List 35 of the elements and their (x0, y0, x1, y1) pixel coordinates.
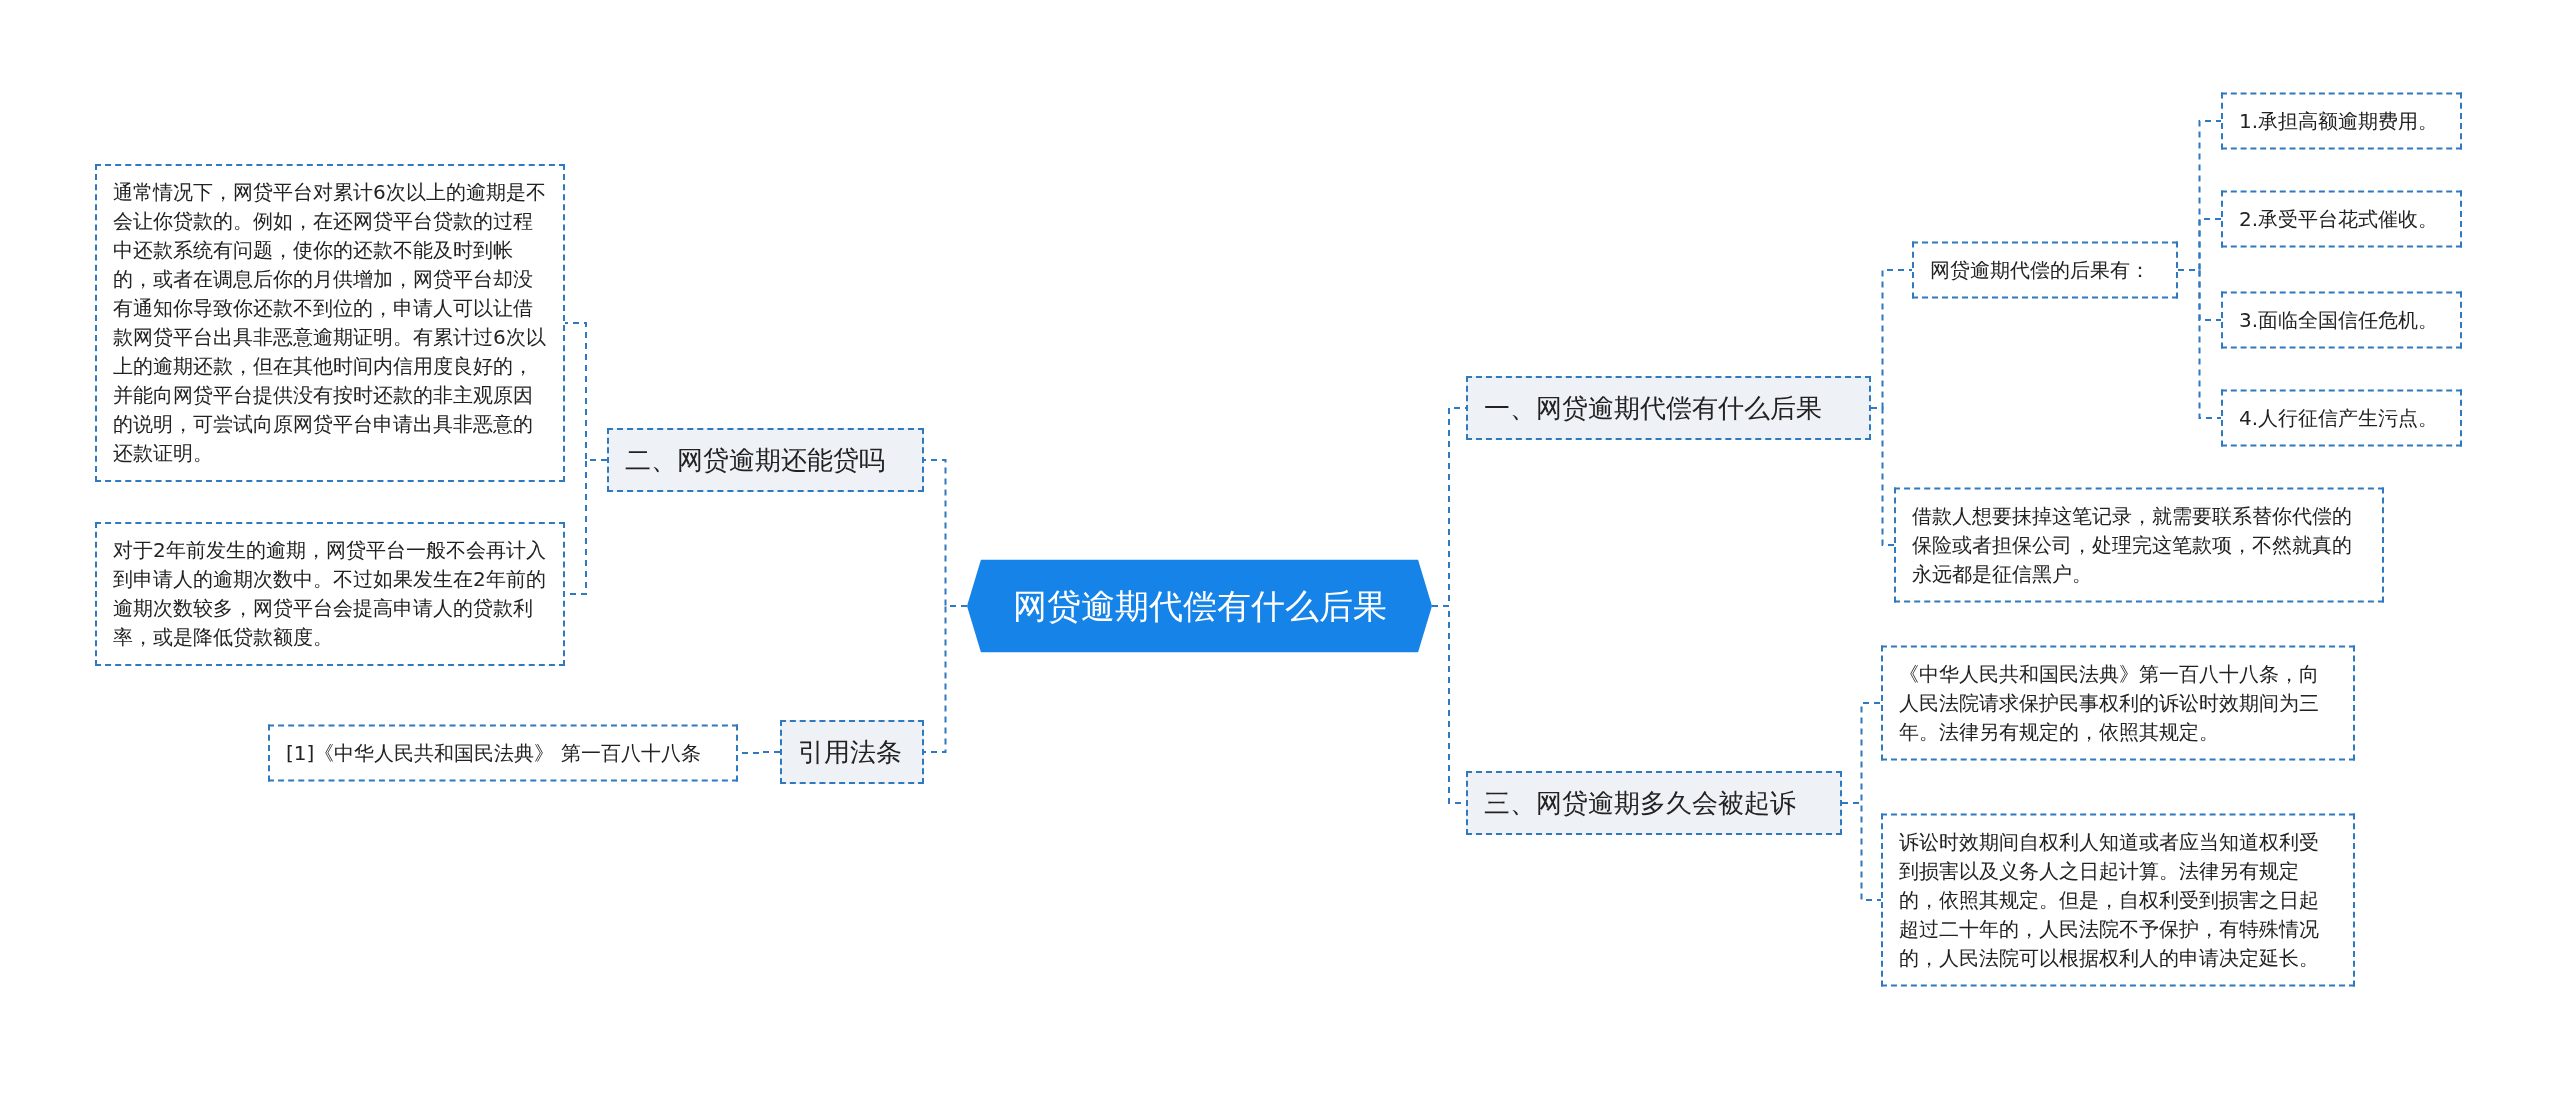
note-box (1881, 645, 2355, 761)
note-text: 4.人行征信产生污点。 (2239, 404, 2440, 432)
note-text: 借款人想要抹掉这笔记录，就需要联系替你代偿的保险或者担保公司，处理完这笔款项，不然就真的永远都是征信黑户。 (1912, 502, 2353, 588)
note-text: 1.承担高额逾期费用。 (2239, 107, 2440, 135)
note-box (95, 522, 565, 666)
note-text: 通常情况下，网贷平台对累计6次以上的逾期是不会让你贷款的。例如，在还网贷平台贷款的过程中还款系统有问题，使你的还款不能及时到帐的，或者在调息后你的月供增加，网贷平台却没有通知你导致你还款不到位的，申请人可以让借款网贷平台出具非恶意逾期证明。有累计过6次以上的逾期还款，但在其他时间内信用度良好的，并能向网贷平台提供没有按时还款的非主观原因的说明，可尝试向原网贷平台申请出具非恶意的还款证明。 (113, 179, 547, 467)
branch-box (1466, 376, 1871, 440)
note-text: 对于2年前发生的逾期，网贷平台一般不会再计入到申请人的逾期次数中。不过如果发生在2年前的逾期次数较多，网贷平台会提高申请人的贷款利率，或是降低贷款额度。 (113, 537, 547, 651)
note-box (1894, 487, 2384, 603)
note-box (2221, 389, 2462, 447)
note-box (268, 724, 738, 782)
branch-box (607, 428, 924, 492)
topic-hexagon (967, 559, 1432, 653)
note-text: 2.承受平台花式催收。 (2239, 205, 2440, 233)
branch-box (1466, 771, 1842, 835)
branch-label: 二、网贷逾期还能贷吗 (625, 444, 886, 477)
note-text: 3.面临全国信任危机。 (2239, 306, 2440, 334)
note-text: 网贷逾期代偿的后果有： (1930, 256, 2151, 284)
branch-label: 一、网贷逾期代偿有什么后果 (1484, 392, 1823, 425)
note-box (1912, 241, 2178, 299)
connector-line (2177, 269, 2222, 419)
note-box (2221, 291, 2462, 349)
branch-box (780, 720, 924, 784)
note-text: 诉讼时效期间自权利人知道或者应当知道权利受到损害以及义务人之日起计算。法律另有规定的，依照其规定。但是，自权利受到损害之日起超过二十年的，人民法院不予保护，有特殊情况的，人民法院可以根据权利人的申请决定延长。 (1899, 828, 2320, 972)
branch-label: 引用法条 (798, 736, 903, 769)
connector-line (1841, 802, 1882, 901)
branch-label: 三、网贷逾期多久会被起诉 (1484, 787, 1797, 820)
note-box (1881, 813, 2355, 987)
note-text: 《中华人民共和国民法典》第一百八十八条，向人民法院请求保护民事权利的诉讼时效期间为三年。法律另有规定的，依照其规定。 (1899, 660, 2320, 746)
note-box (2221, 190, 2462, 248)
topic-text: 网贷逾期代偿有什么后果 (1012, 584, 1387, 628)
connector-line (1870, 407, 1895, 546)
note-box (2221, 92, 2462, 150)
note-text: [1]《中华人民共和国民法典》 第一百八十八条 (286, 739, 702, 767)
note-box (95, 164, 565, 482)
